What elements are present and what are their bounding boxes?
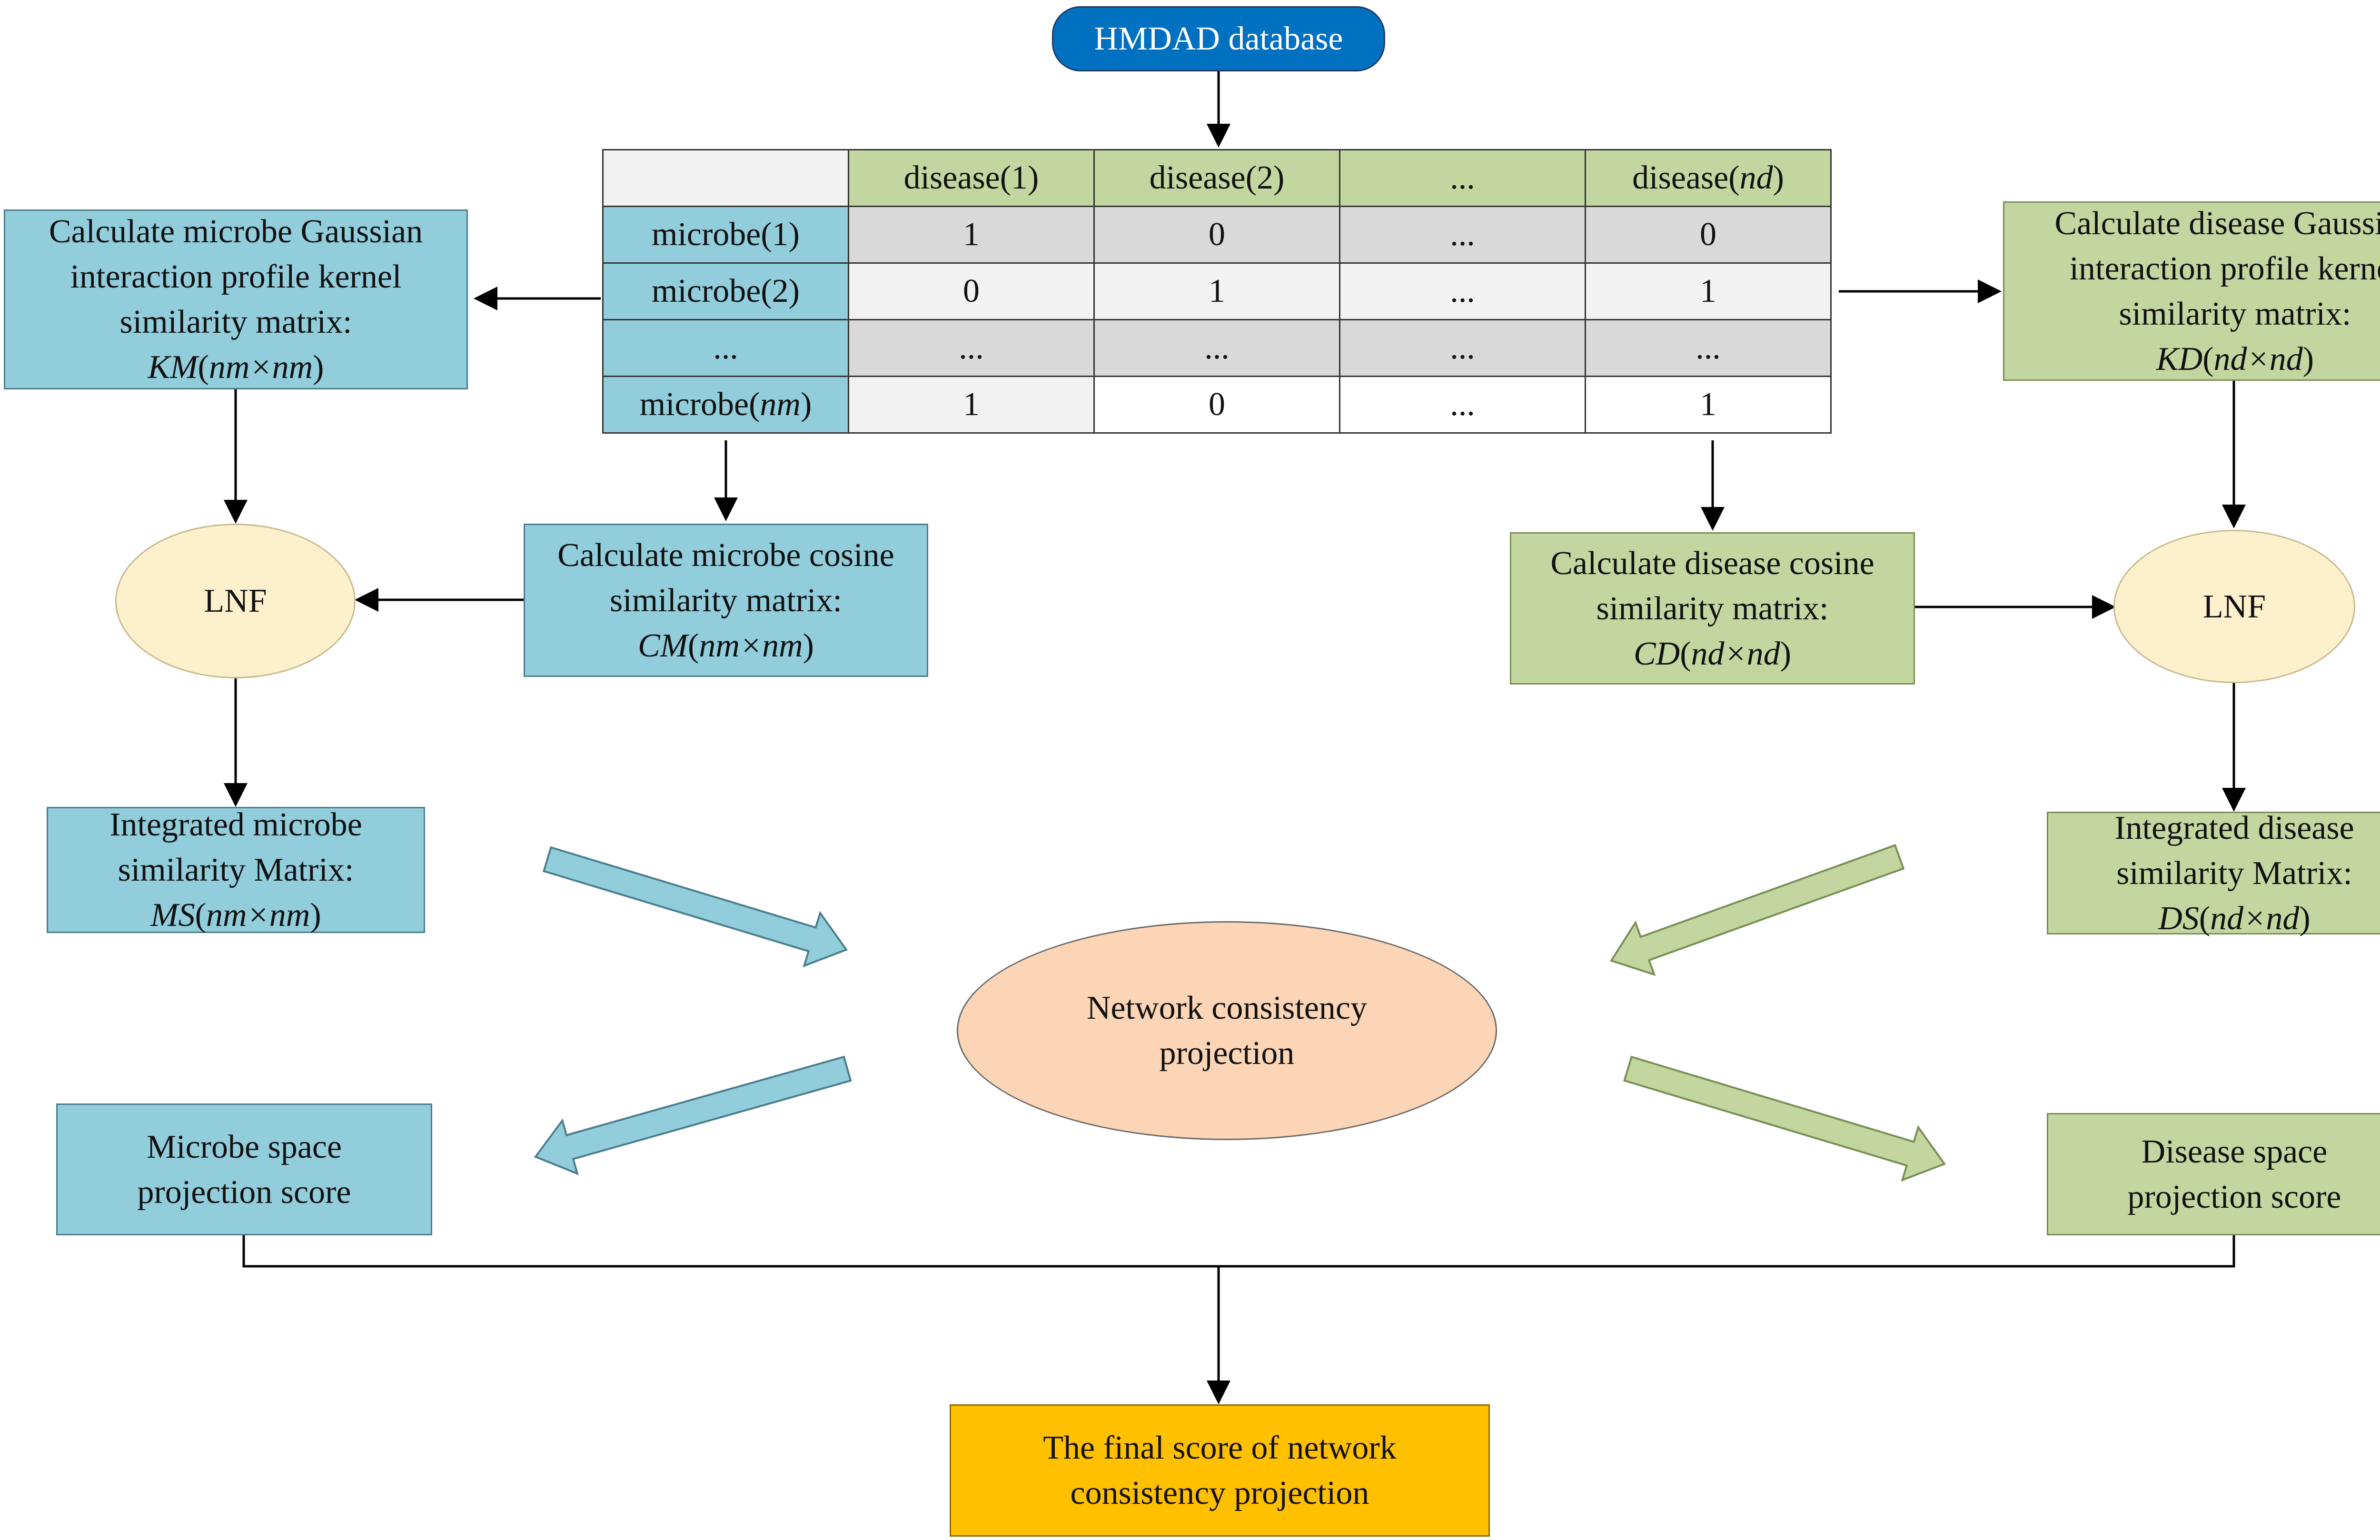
lnf-left-node: LNF xyxy=(115,524,356,678)
box-text-line: Network consistency xyxy=(1086,990,1368,1026)
box-text-line: similarity Matrix: xyxy=(2116,854,2352,892)
block-arrow-disease-integrated-to-ncp xyxy=(1609,844,1905,976)
lnf-label: LNF xyxy=(204,583,267,619)
hmdad-database-node: HMDAD database xyxy=(1052,6,1385,71)
microbe-space-projection-box: Microbe space projection score xyxy=(56,1103,432,1235)
matrix-col-header: ... xyxy=(1339,149,1586,207)
matrix-cell: ... xyxy=(1339,376,1586,434)
formula: DS(nd×nd) xyxy=(2158,900,2311,937)
matrix-cell: 0 xyxy=(1585,206,1832,264)
matrix-col-header: disease(nd) xyxy=(1585,149,1832,207)
hmdad-database-label: HMDAD database xyxy=(1094,20,1343,57)
final-score-box: The final score of network consistency p… xyxy=(950,1404,1490,1537)
block-arrow-ncp-to-disease-space xyxy=(1623,1055,1946,1182)
box-text-line: consistency projection xyxy=(1070,1475,1369,1511)
box-text-line: projection score xyxy=(137,1173,351,1211)
lnf-label: LNF xyxy=(2202,588,2266,625)
microbe-gaussian-kernel-box: Calculate microbe Gaussian interaction p… xyxy=(4,209,468,389)
matrix-cell: ... xyxy=(1585,319,1832,377)
box-text-line: Calculate disease cosine xyxy=(1550,545,1874,582)
box-text-line: similarity matrix: xyxy=(119,304,352,340)
box-text-line: Microbe space xyxy=(146,1128,342,1165)
disease-gaussian-kernel-box: Calculate disease Gaussian interaction p… xyxy=(2003,201,2380,381)
matrix-row-header: microbe(2) xyxy=(602,262,849,320)
disease-cosine-box: Calculate disease cosine similarity matr… xyxy=(1510,532,1915,685)
microbe-cosine-box: Calculate microbe cosine similarity matr… xyxy=(524,524,928,677)
matrix-col-header: disease(2) xyxy=(1093,149,1340,207)
matrix-cell: 0 xyxy=(848,262,1095,320)
matrix-row-header: ... xyxy=(602,319,849,377)
matrix-cell: 1 xyxy=(1585,262,1832,320)
formula: CM(nm×nm) xyxy=(638,627,814,664)
matrix-row-header: microbe(nm) xyxy=(602,376,849,434)
box-text-line: similarity matrix: xyxy=(2119,295,2351,332)
box-text-line: Disease space xyxy=(2141,1133,2328,1170)
matrix-cell: ... xyxy=(1339,206,1586,264)
formula: MS(nm×nm) xyxy=(150,897,321,934)
box-text-line: similarity matrix: xyxy=(1596,590,1829,627)
matrix-row: microbe(1) 1 0 ... 0 xyxy=(602,206,1832,264)
disease-integrated-similarity-box: Integrated disease similarity Matrix: DS… xyxy=(2047,810,2380,937)
disease-space-projection-box: Disease space projection score xyxy=(2047,1113,2380,1235)
network-consistency-projection-node: Network consistency projection xyxy=(957,921,1497,1140)
matrix-row: microbe(2) 0 1 ... 1 xyxy=(602,262,1832,320)
matrix-cell: 1 xyxy=(848,206,1095,264)
block-arrow-microbe-integrated-to-ncp xyxy=(543,846,848,968)
box-text-line: Integrated disease xyxy=(2114,809,2354,846)
box-text-line: projection xyxy=(1159,1035,1295,1072)
matrix-row-header: microbe(1) xyxy=(602,206,849,264)
association-matrix: disease(1) disease(2) ... disease(nd) mi… xyxy=(602,149,1832,434)
matrix-col-header: disease(1) xyxy=(848,149,1095,207)
formula: KM(nm×nm) xyxy=(148,349,324,386)
box-text-line: Integrated microbe xyxy=(109,806,362,843)
box-text-line: The final score of network xyxy=(1043,1430,1397,1466)
box-text-line: projection score xyxy=(2127,1178,2341,1215)
matrix-cell: 1 xyxy=(848,376,1095,434)
box-text-line: similarity matrix: xyxy=(610,582,842,619)
formula: CD(nd×nd) xyxy=(1633,635,1792,672)
box-text-line: Calculate microbe Gaussian xyxy=(49,213,423,250)
microbe-integrated-similarity-box: Integrated microbe similarity Matrix: MS… xyxy=(47,806,425,934)
box-text-line: interaction profile kernel xyxy=(2069,250,2380,287)
block-arrow-ncp-to-microbe-space xyxy=(534,1055,852,1175)
matrix-cell: ... xyxy=(1093,319,1340,377)
box-text-line: similarity Matrix: xyxy=(118,852,354,888)
matrix-row: microbe(nm) 1 0 ... 1 xyxy=(602,376,1832,434)
matrix-corner-cell xyxy=(602,149,849,207)
box-text-line: interaction profile kernel xyxy=(70,258,402,295)
matrix-cell: 1 xyxy=(1585,376,1832,434)
lnf-right-node: LNF xyxy=(2113,530,2355,683)
merge-line xyxy=(242,1235,2235,1268)
matrix-cell: 0 xyxy=(1093,376,1340,434)
matrix-cell: ... xyxy=(848,319,1095,377)
formula: KD(nd×nd) xyxy=(2156,340,2314,378)
matrix-cell: ... xyxy=(1339,319,1586,377)
matrix-cell: ... xyxy=(1339,262,1586,320)
box-text-line: Calculate microbe cosine xyxy=(557,537,894,574)
matrix-header-row: disease(1) disease(2) ... disease(nd) xyxy=(602,149,1832,207)
matrix-cell: 1 xyxy=(1093,262,1340,320)
matrix-row: ... ... ... ... ... xyxy=(602,319,1832,377)
box-text-line: Calculate disease Gaussian xyxy=(2054,205,2380,242)
matrix-cell: 0 xyxy=(1093,206,1340,264)
